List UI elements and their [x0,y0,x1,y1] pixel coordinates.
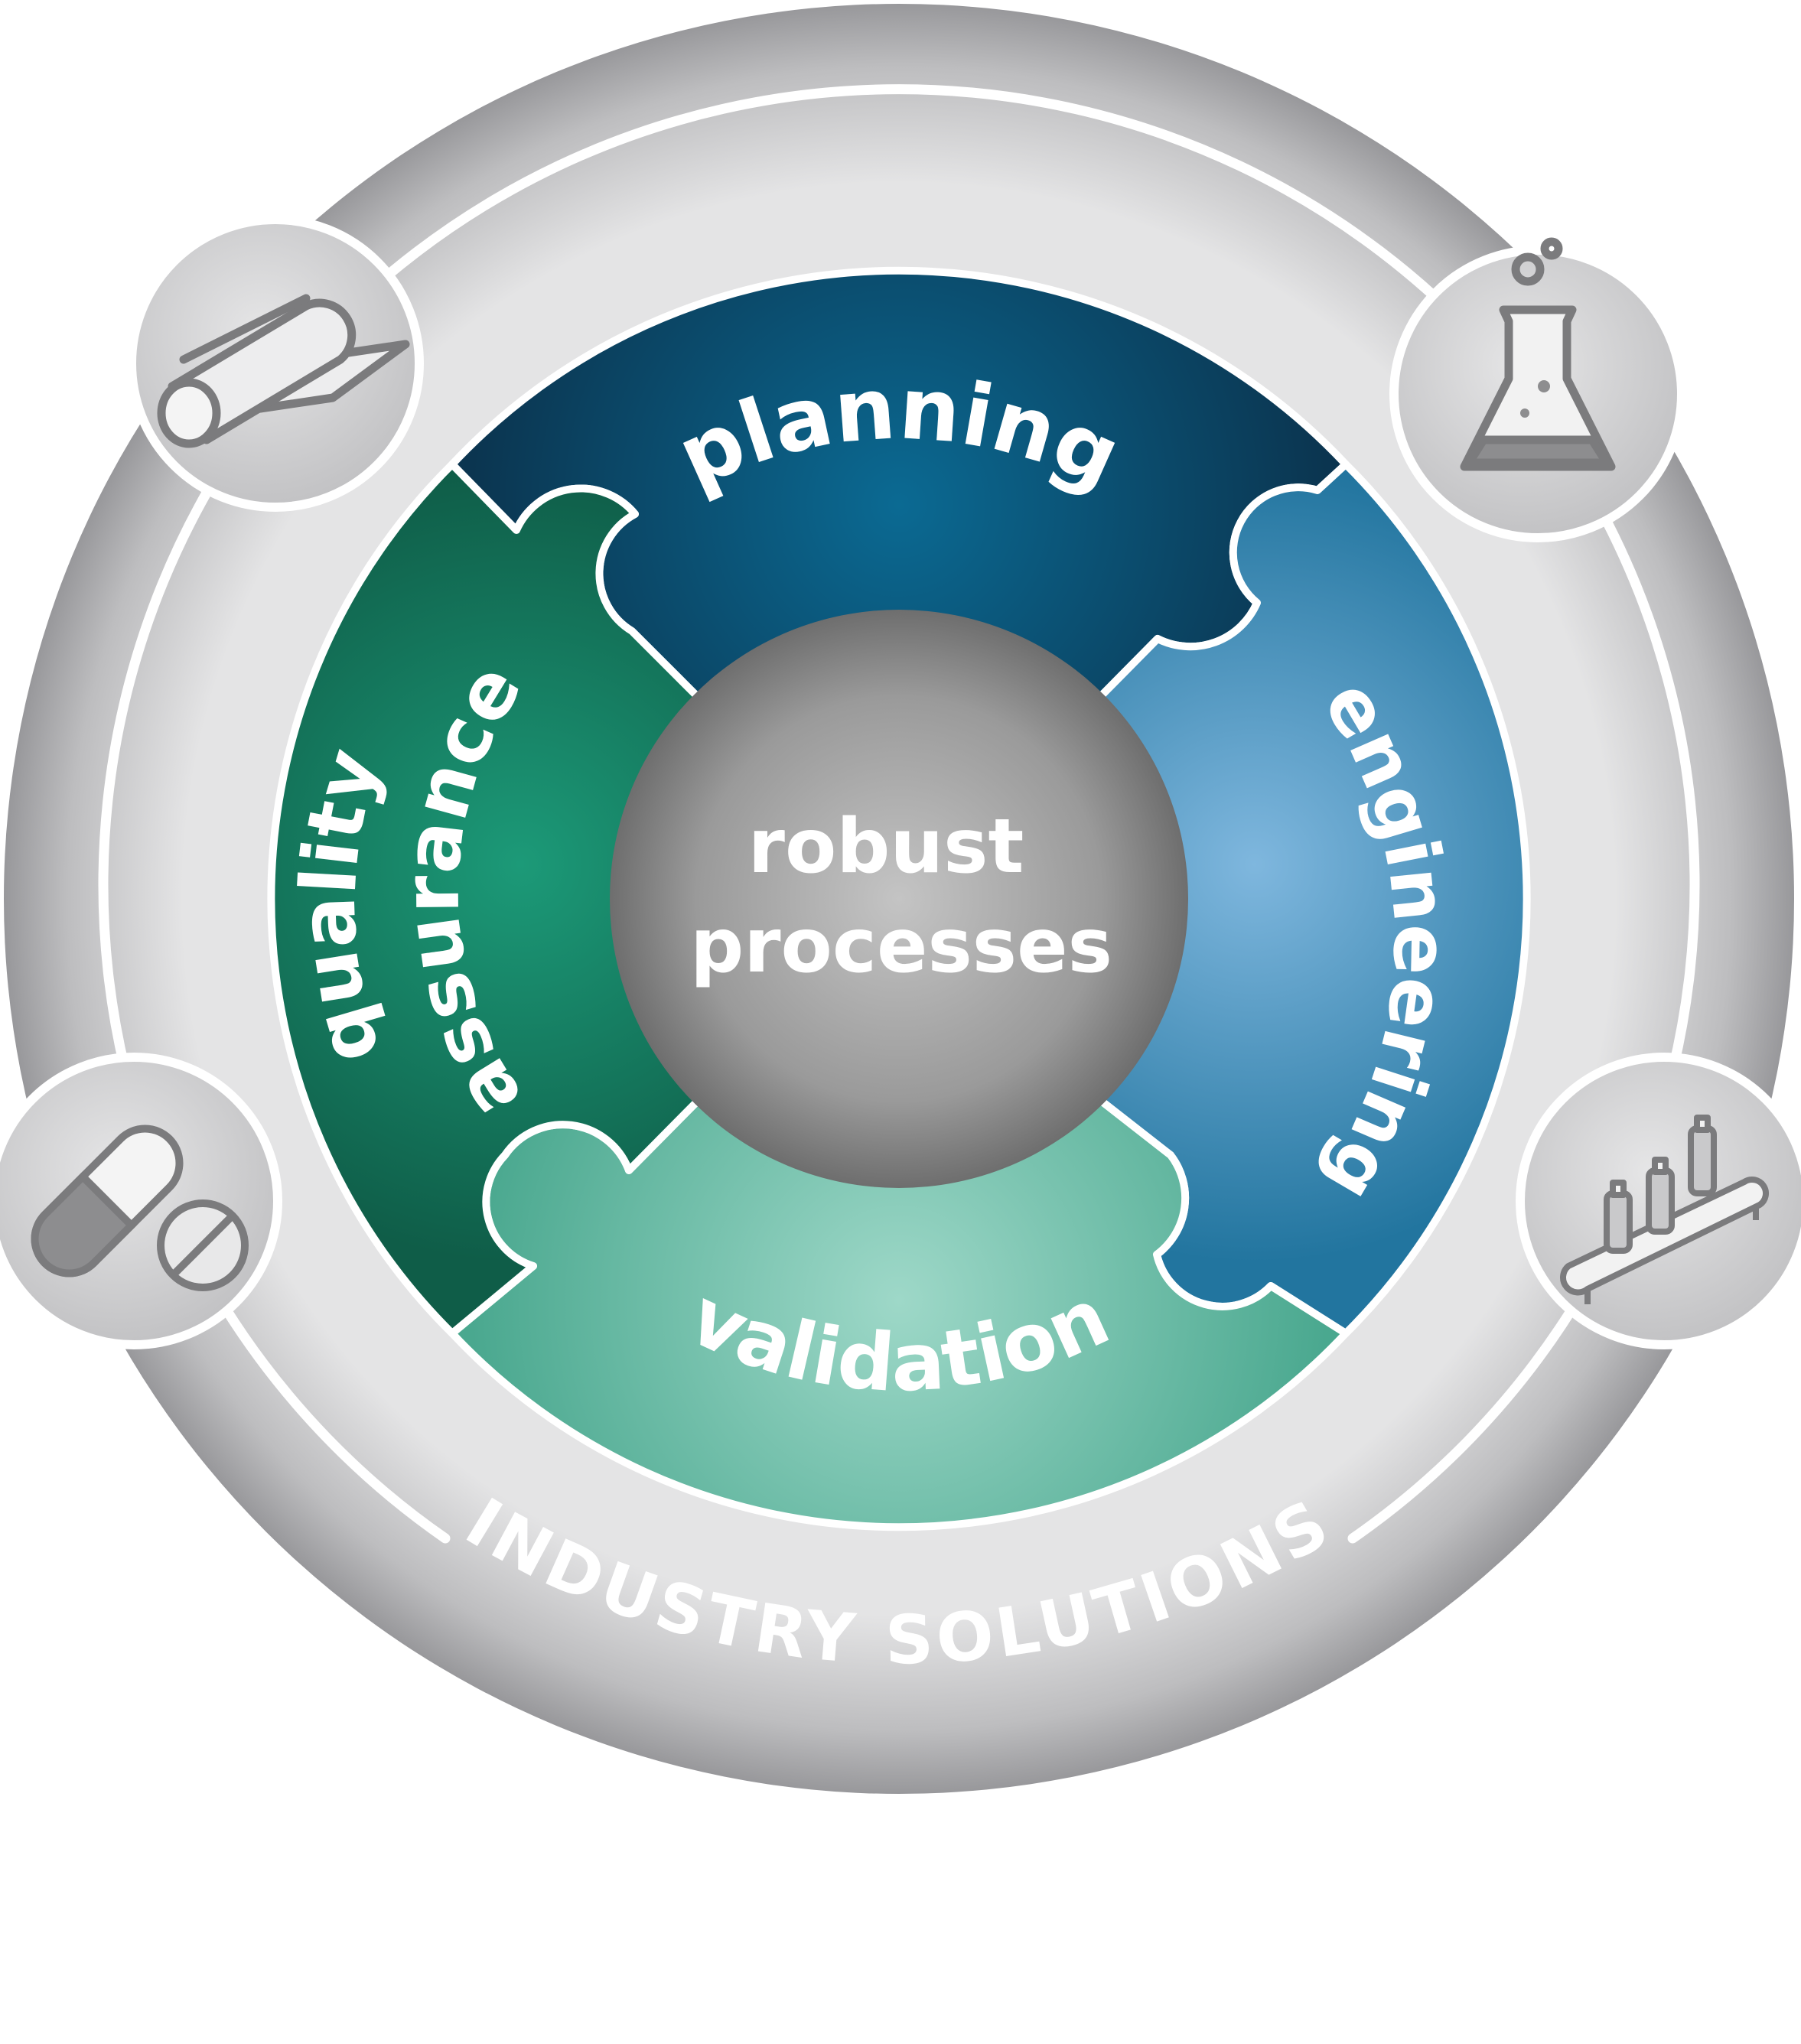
lab-flask-icon[interactable] [1389,237,1686,542]
bottle-conveyor-icon[interactable] [1516,1053,1801,1349]
material-roll-icon[interactable] [127,215,424,512]
segment-quality-assurance[interactable] [267,461,705,1337]
center-title-line1: robust [748,803,1024,890]
puzzle-ring [267,266,1531,1531]
center-circle [610,610,1188,1188]
pill-capsule-icon[interactable] [0,1053,282,1349]
outer-ring-line [98,84,1700,1544]
center-title-line2: processes [690,903,1112,990]
